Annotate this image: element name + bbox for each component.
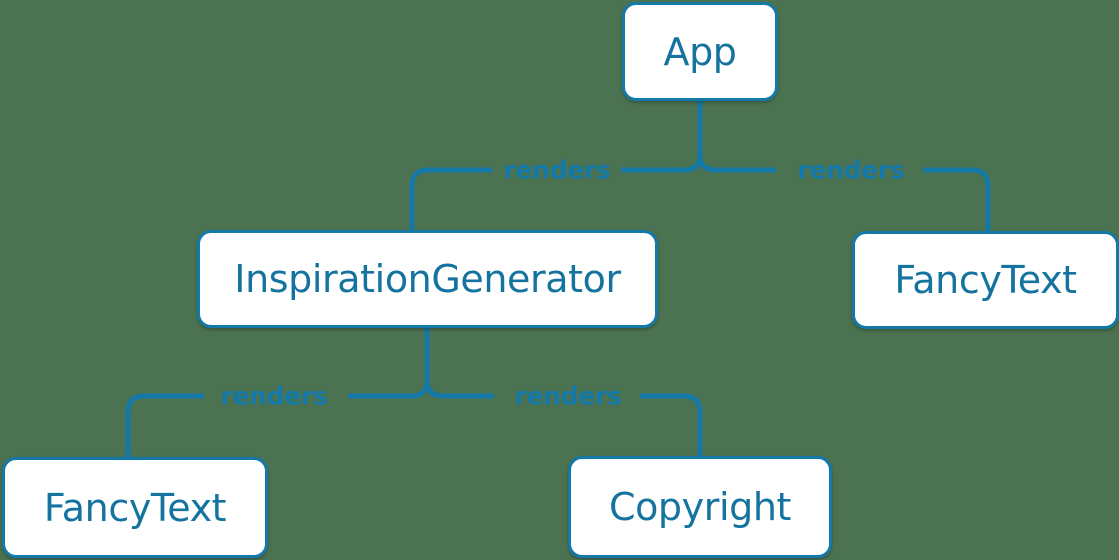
- node-fancytext-left-label: FancyText: [43, 485, 227, 530]
- edge-label-app-to-fancytext-right: renders: [797, 155, 905, 185]
- edge-app-to-fancytext-right-left: [697, 154, 776, 173]
- node-app[interactable]: App: [622, 2, 778, 101]
- node-inspiration-generator-label: InspirationGenerator: [234, 257, 621, 301]
- edge-inspgen-to-fancytext-left-right: [348, 380, 430, 399]
- node-fancytext-right-label: FancyText: [894, 258, 1077, 302]
- node-inspiration-generator[interactable]: InspirationGenerator: [197, 230, 658, 328]
- edge-label-app-to-inspgen: renders: [503, 155, 611, 185]
- node-copyright-label: Copyright: [608, 485, 792, 529]
- node-copyright[interactable]: Copyright: [568, 456, 832, 558]
- edge-app-to-inspgen-right: [621, 154, 703, 173]
- edge-label-inspgen-to-copyright: renders: [514, 381, 622, 411]
- edge-label-inspgen-to-fancytext-left: renders: [220, 381, 328, 411]
- edge-inspgen-to-fancytext-left-left: [125, 393, 204, 457]
- node-fancytext-left[interactable]: FancyText: [2, 457, 268, 558]
- edge-inspgen-to-copyright-right: [640, 393, 703, 456]
- node-app-label: App: [663, 29, 737, 74]
- edge-inspgen-to-copyright-left: [424, 380, 494, 399]
- edge-app-to-fancytext-right-right: [923, 167, 991, 231]
- node-fancytext-right[interactable]: FancyText: [852, 231, 1119, 329]
- edge-app-to-inspgen-left: [409, 167, 492, 230]
